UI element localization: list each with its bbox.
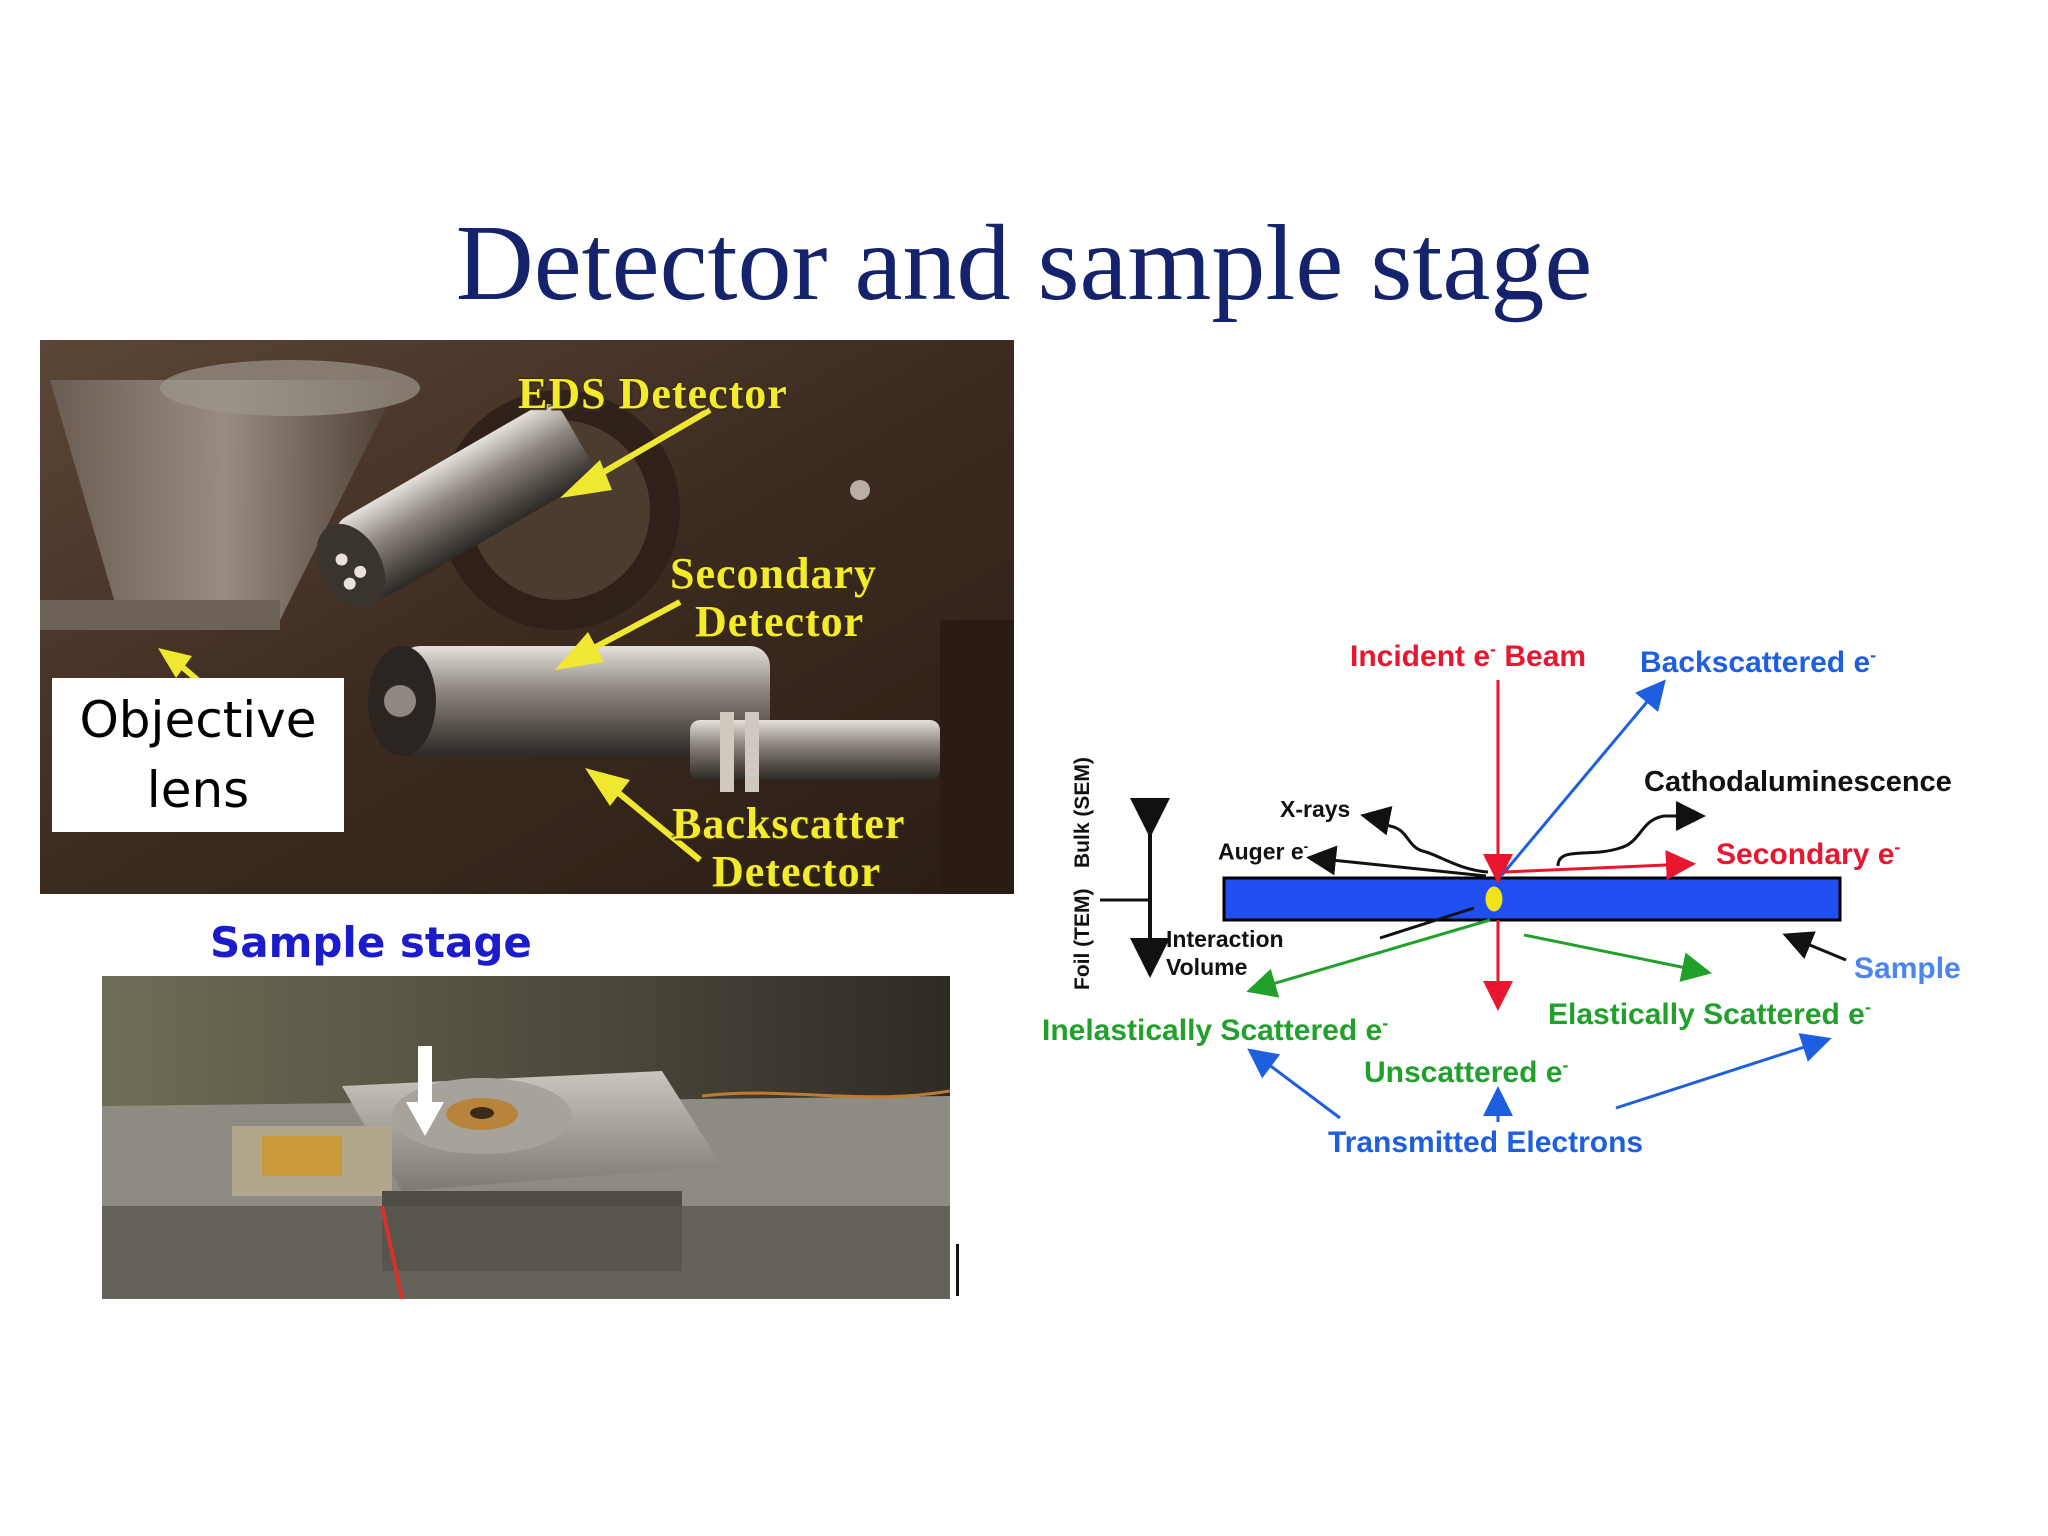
interaction-volume-label-line2: Volume — [1166, 954, 1248, 980]
unscattered-label: Unscattered e- — [1364, 1055, 1569, 1089]
page-title: Detector and sample stage — [455, 204, 1593, 323]
sample-pointer — [1782, 931, 1847, 962]
xrays-arrow — [1360, 806, 1489, 874]
detectors-photo-illustration — [40, 340, 1014, 894]
sample-label: Sample — [1854, 952, 1961, 985]
secondary-detector-label-line1: Secondary — [670, 549, 877, 598]
sample-bar — [1222, 876, 1842, 922]
secondary-arrow — [1503, 850, 1696, 881]
elastic-arrow — [1523, 933, 1712, 982]
secondary-label: Secondary e- — [1716, 837, 1901, 871]
inelastic-label: Inelastically Scattered e- — [1042, 1013, 1389, 1047]
bulk-sem-label: Bulk (SEM) — [1071, 757, 1094, 868]
transmitted-label: Transmitted Electrons — [1328, 1126, 1644, 1159]
cathodaluminescence-label: Cathodaluminescence — [1644, 766, 1952, 798]
detectors-photo: EDS Detector Secondary Detector Backscat… — [40, 340, 1014, 894]
transmitted-arrow-left — [1247, 1048, 1341, 1120]
incident-beam-label: Incident e- Beam — [1350, 639, 1587, 673]
auger-arrow — [1306, 845, 1487, 878]
diagram-graphics — [1100, 679, 1847, 1122]
electron-interaction-diagram: Incident e- Beam Backscattered e- Cathod… — [1030, 620, 2030, 1180]
eds-detector-label: EDS Detector — [518, 369, 788, 418]
interaction-volume-label-line1: Interaction — [1166, 926, 1284, 952]
backscatter-detector-label-line1: Backscatter — [672, 799, 906, 848]
interaction-volume-marker — [1482, 883, 1506, 915]
stage-divider-mark — [956, 1244, 959, 1296]
interaction-pointer — [1379, 906, 1475, 940]
backscattered-arrow — [1500, 679, 1666, 876]
sample-stage-label: Sample stage — [210, 918, 532, 967]
foil-tem-label: Foil (TEM) — [1071, 888, 1094, 990]
objective-lens-label-line2: lens — [146, 761, 250, 819]
sample-stage-photo — [102, 976, 950, 1299]
backscatter-detector-label-line2: Detector — [712, 847, 882, 895]
sample-stage-photo-illustration — [102, 976, 950, 1299]
xrays-label: X-rays — [1280, 796, 1351, 822]
cathodaluminescence-arrow — [1556, 801, 1706, 867]
auger-label: Auger e- — [1218, 838, 1309, 865]
inelastic-arrow — [1246, 918, 1491, 998]
secondary-detector-label-line2: Detector — [695, 597, 865, 646]
elastic-label: Elastically Scattered e- — [1548, 997, 1871, 1031]
transmitted-arrow-right — [1615, 1033, 1832, 1110]
objective-lens-label: Objective lens — [52, 678, 344, 832]
objective-lens-label-line1: Objective — [79, 691, 317, 749]
backscattered-label: Backscattered e- — [1640, 645, 1877, 679]
